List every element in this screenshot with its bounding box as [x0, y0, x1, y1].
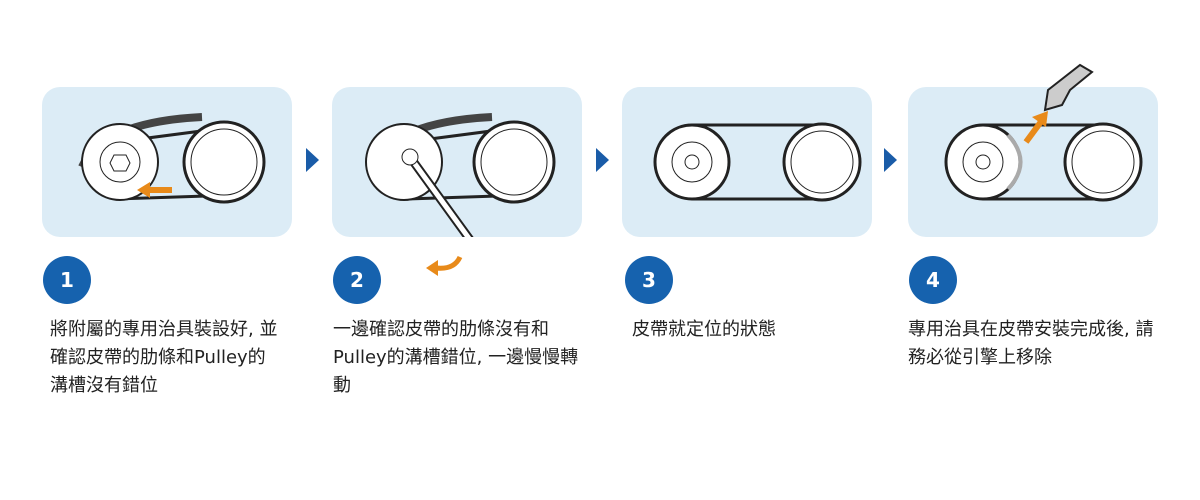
step-number-badge: 3 [625, 256, 673, 304]
step-number-badge: 2 [333, 256, 381, 304]
next-arrow-icon [306, 148, 319, 172]
step-description: 一邊確認皮帶的肋條沒有和Pulley的溝槽錯位, 一邊慢慢轉動 [333, 319, 579, 396]
step-3-illustration [622, 87, 872, 237]
step-description: 皮帶就定位的狀態 [632, 319, 776, 340]
next-arrow-icon [596, 148, 609, 172]
step-2-illustration [332, 87, 582, 237]
rotate-arrow-icon [426, 255, 463, 276]
step-4-illustration [908, 87, 1158, 237]
step-number-badge: 4 [909, 256, 957, 304]
next-arrow-icon [884, 148, 897, 172]
step-1-illustration [42, 87, 292, 237]
removed-tool-icon [1043, 63, 1094, 112]
step-description: 將附屬的專用治具裝設好, 並確認皮帶的肋條和Pulley的溝槽沒有錯位 [50, 319, 278, 396]
step-description: 專用治具在皮帶安裝完成後, 請務必從引擎上移除 [908, 319, 1154, 368]
step-number-badge: 1 [43, 256, 91, 304]
